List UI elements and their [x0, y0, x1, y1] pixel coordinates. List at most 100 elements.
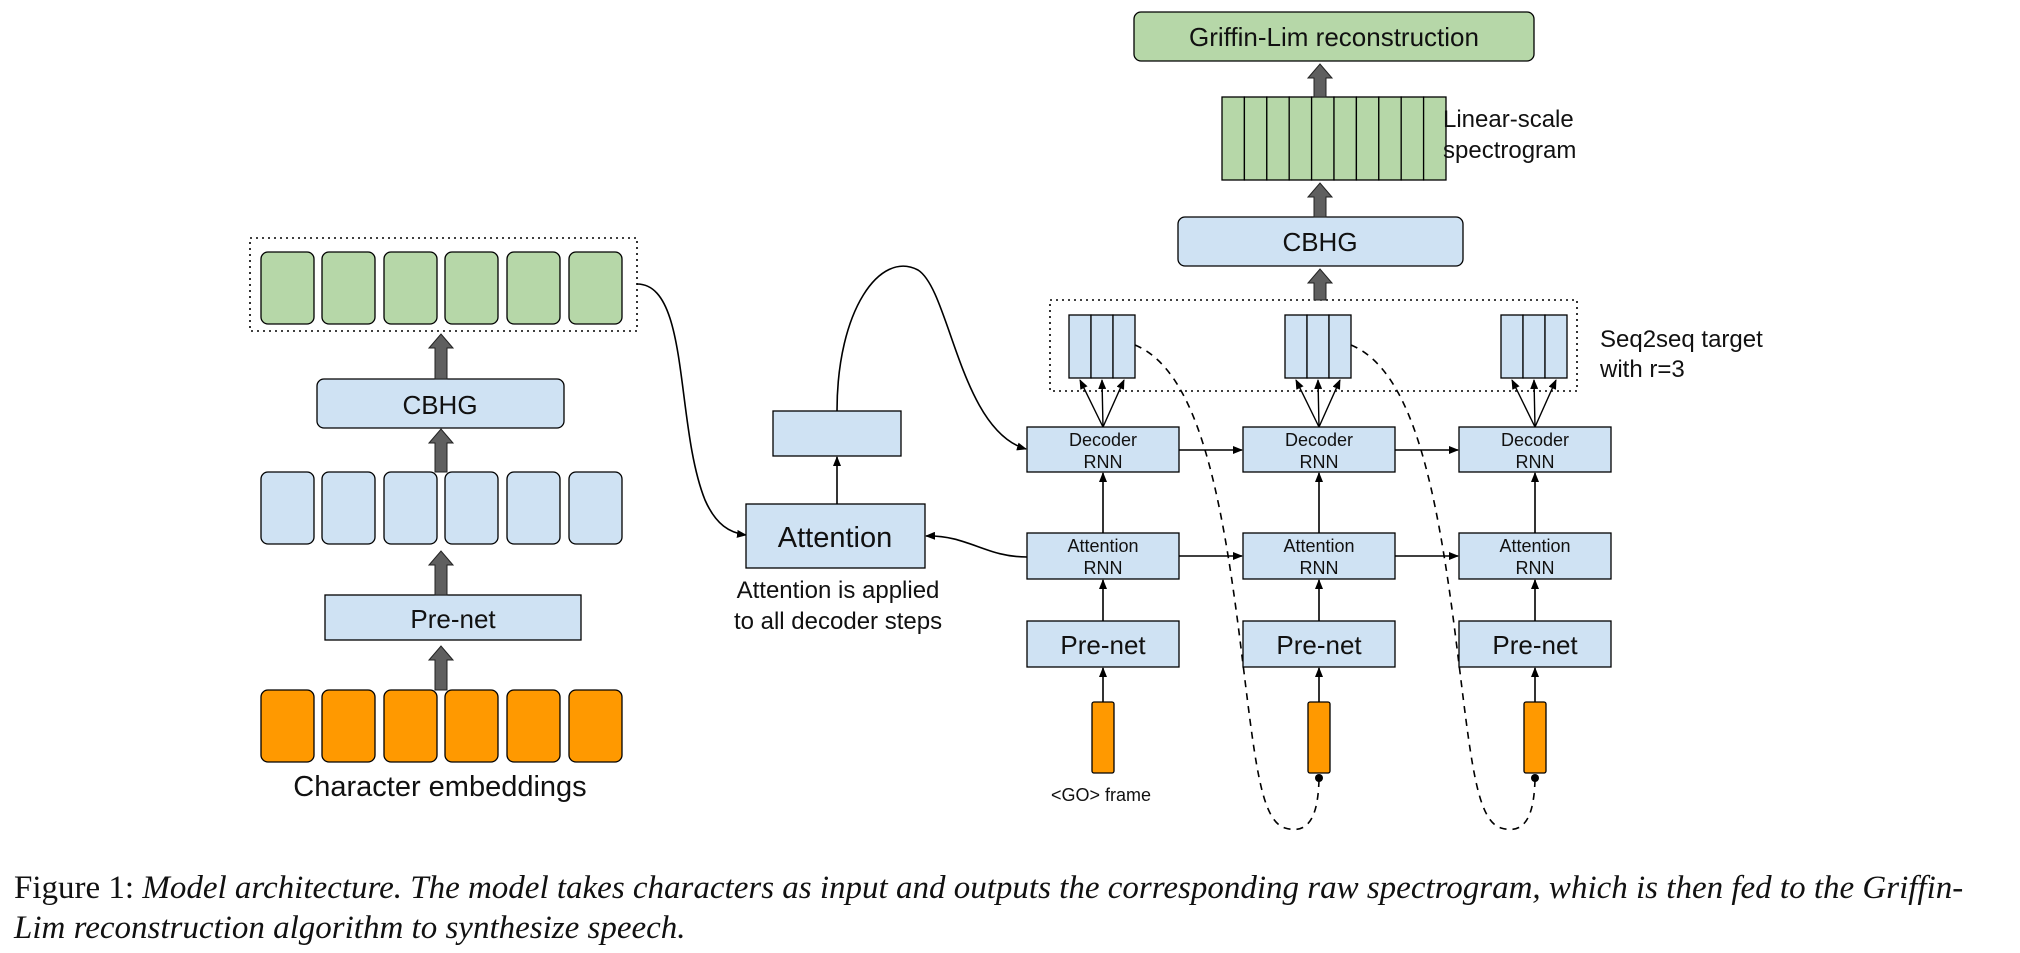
- attention-rnn-label-line2: RNN: [1300, 558, 1339, 578]
- decoder-rnn-label-line2: RNN: [1516, 452, 1555, 472]
- decoder-rnn-label-line2: RNN: [1300, 452, 1339, 472]
- griffin-lim-label: Griffin-Lim reconstruction: [1189, 22, 1479, 52]
- fat-arrow-icon: [1306, 63, 1334, 98]
- prenet-output-cell: [444, 471, 499, 545]
- target-frames: [1068, 314, 1136, 379]
- decoder-prenet-box: [1026, 620, 1180, 668]
- decoder-step-2: Decoder RNN Attention RNN Pre-net: [1242, 314, 1396, 774]
- attention-note-line1: Attention is applied: [737, 577, 940, 604]
- target-frame: [1522, 314, 1546, 379]
- target-frame: [1306, 314, 1330, 379]
- decoder-step-1: Decoder RNN Attention RNN Pre-net <GO> f…: [1026, 314, 1180, 805]
- decoder-to-frame-arrow: [1318, 379, 1341, 428]
- prenet-output-cell: [321, 471, 376, 545]
- attention-rnn-label-line2: RNN: [1084, 558, 1123, 578]
- figure-caption-text: Model architecture. The model takes char…: [14, 870, 1964, 946]
- seq2seq-target-label-line2: with r=3: [1599, 356, 1685, 383]
- decoder-to-frame-arrow: [1511, 379, 1536, 428]
- spectrogram-frame: [1310, 96, 1335, 181]
- spectrogram-frame: [1243, 96, 1268, 181]
- decoder-step-3: Decoder RNN Attention RNN Pre-net: [1458, 314, 1612, 774]
- target-frame: [1090, 314, 1114, 379]
- character-embeddings-label: Character embeddings: [293, 771, 586, 803]
- attention-note-line2: to all decoder steps: [734, 608, 942, 635]
- encoder-output-cell: [506, 251, 561, 325]
- go-frame-label: <GO> frame: [1051, 785, 1151, 805]
- decoder-to-frame-arrow: [1102, 379, 1125, 428]
- prenet-output-cell: [506, 471, 561, 545]
- linear-spectrogram-label-line2: spectrogram: [1443, 137, 1576, 164]
- figure-caption: Figure 1: Model architecture. The model …: [14, 868, 2014, 948]
- fat-arrow-icon: [427, 645, 455, 691]
- character-embedding-cell: [321, 689, 376, 763]
- character-embedding-cell: [506, 689, 561, 763]
- fat-arrow-icon: [427, 428, 455, 473]
- encoder-prenet-box: [324, 594, 582, 641]
- prenet-output-cells: [260, 471, 623, 545]
- decoder-to-frame-arrow: [1098, 379, 1107, 428]
- attention-rnn-label-line1: Attention: [1067, 536, 1138, 556]
- model-architecture-diagram: CBHG Pre-net Character embeddings: [249, 11, 1763, 831]
- target-frame: [1328, 314, 1352, 379]
- target-frames: [1284, 314, 1352, 379]
- attention-rnn-label-line1: Attention: [1283, 536, 1354, 556]
- feedback-endpoint: [1315, 774, 1323, 782]
- fat-arrow-icon: [427, 333, 455, 380]
- decoder-prenet-label: Pre-net: [1492, 630, 1578, 660]
- decoder-rnn-label-line1: Decoder: [1069, 430, 1137, 450]
- character-embedding-cell: [260, 689, 315, 763]
- encoder-output-cell: [444, 251, 499, 325]
- prenet-output-cell: [383, 471, 438, 545]
- spectrogram-frame: [1288, 96, 1313, 181]
- context-to-decoder-arrow: [836, 265, 1027, 451]
- spectrogram-frame: [1378, 96, 1402, 181]
- encoder-output-cell: [321, 251, 376, 325]
- decoder-prenet-label: Pre-net: [1060, 630, 1146, 660]
- attention-rnn-label-line1: Attention: [1499, 536, 1570, 556]
- input-frame: [1523, 701, 1547, 774]
- decoder-to-frame-arrow: [1530, 379, 1539, 428]
- decoder-prenet-box: [1458, 620, 1612, 668]
- target-frame: [1068, 314, 1092, 379]
- prenet-output-cell: [260, 471, 315, 545]
- target-frame: [1544, 314, 1568, 379]
- attention-label: Attention: [778, 522, 892, 554]
- encoder-prenet-label: Pre-net: [410, 604, 496, 634]
- input-frame: [1307, 701, 1331, 774]
- decoder-to-frame-arrow: [1079, 379, 1104, 428]
- griffin-lim-box: [1133, 11, 1535, 62]
- feedback-dashed-arrow: [1350, 344, 1536, 831]
- figure-caption-label: Figure 1:: [14, 870, 143, 906]
- encoder-output-cell: [260, 251, 315, 325]
- attention-box: [745, 503, 926, 569]
- decoder-to-frame-arrow: [1534, 379, 1557, 428]
- decoder-rnn-box: [1458, 426, 1612, 473]
- target-frames: [1500, 314, 1568, 379]
- decoder-rnn-label-line1: Decoder: [1501, 430, 1569, 450]
- encoder-output-cells: [260, 251, 623, 325]
- encoder-cbhg-label: CBHG: [402, 390, 477, 420]
- spectrogram-frame: [1355, 96, 1380, 181]
- spectrogram-frame: [1422, 96, 1447, 181]
- decoder-prenet-label: Pre-net: [1276, 630, 1362, 660]
- linear-spectrogram-frames: [1221, 96, 1447, 181]
- attention-rnn-to-attention-arrow: [925, 531, 1028, 558]
- input-frame: [1091, 701, 1115, 774]
- character-embedding-cells: [260, 689, 623, 763]
- encoder-to-attention-arrow: [636, 283, 747, 538]
- decoder-rnn-box: [1242, 426, 1396, 473]
- attention-rnn-box: [1242, 532, 1396, 580]
- feedback-dashed-arrow: [1134, 344, 1320, 831]
- attention-rnn-box: [1458, 532, 1612, 580]
- target-frame: [1500, 314, 1524, 379]
- decoder-to-frame-arrow: [1314, 379, 1323, 428]
- spectrogram-frame: [1333, 96, 1358, 181]
- encoder: CBHG Pre-net Character embeddings: [249, 237, 638, 803]
- spectrogram-frame: [1266, 96, 1290, 181]
- attention-rnn-label-line2: RNN: [1516, 558, 1555, 578]
- character-embedding-cell: [383, 689, 438, 763]
- fat-arrow-icon: [1306, 268, 1334, 301]
- decoder-rnn-label-line1: Decoder: [1285, 430, 1353, 450]
- attention: Attention Attention is applied to all de…: [734, 410, 942, 635]
- seq2seq-target-label-line1: Seq2seq target: [1600, 326, 1763, 353]
